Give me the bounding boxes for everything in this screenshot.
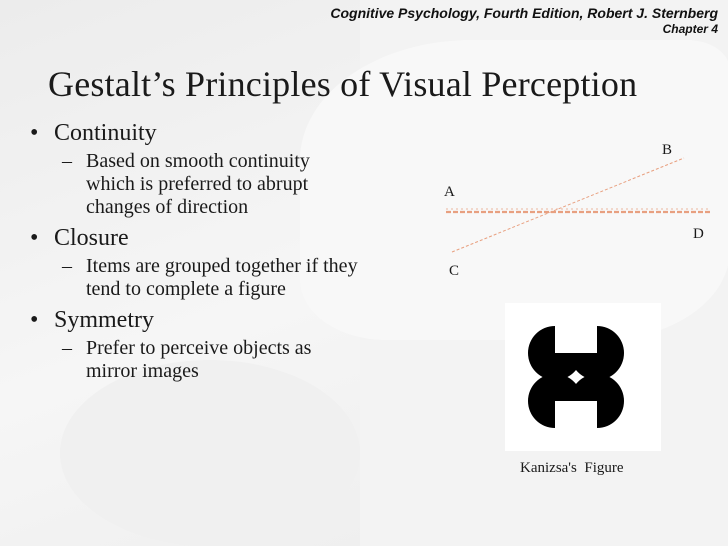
slide-title: Gestalt’s Principles of Visual Perceptio… bbox=[48, 64, 638, 104]
sub-bullet: – Based on smooth continuity which is pr… bbox=[54, 150, 430, 219]
continuity-figure bbox=[446, 157, 710, 253]
bullet-label: Closure bbox=[54, 225, 129, 251]
bullet-label: Continuity bbox=[54, 120, 157, 146]
sub-bullet-line: changes of direction bbox=[86, 196, 249, 218]
kanizsa-caption: Kanizsa's Figure bbox=[520, 460, 624, 476]
sub-bullet-line: tend to complete a figure bbox=[86, 278, 286, 300]
sub-bullet-line: mirror images bbox=[86, 360, 199, 382]
bullet-list: • Continuity – Based on smooth continuit… bbox=[30, 118, 430, 383]
line-c-to-b bbox=[451, 157, 685, 253]
header-chapter: Chapter 4 bbox=[662, 22, 718, 36]
bullet-continuity: • Continuity – Based on smooth continuit… bbox=[30, 118, 430, 219]
sub-bullet-line: which is preferred to abrupt bbox=[86, 173, 309, 195]
sub-bullet-line: Items are grouped together if they bbox=[86, 255, 358, 277]
point-label-b: B bbox=[662, 142, 673, 158]
header-book-title: Cognitive Psychology, Fourth Edition, Ro… bbox=[330, 5, 718, 21]
point-label-c: C bbox=[449, 263, 460, 279]
slide-header: Cognitive Psychology, Fourth Edition, Ro… bbox=[330, 5, 718, 37]
bullet-symmetry: • Symmetry – Prefer to perceive objects … bbox=[30, 305, 430, 383]
pacman-bottom-right bbox=[570, 374, 624, 428]
bullet-dot-icon: • bbox=[30, 120, 39, 146]
pacman-top-right bbox=[570, 326, 624, 380]
sub-bullet: – Items are grouped together if they ten… bbox=[54, 255, 430, 301]
dash-icon: – bbox=[62, 337, 72, 359]
bullet-dot-icon: • bbox=[30, 225, 39, 251]
bullet-closure: • Closure – Items are grouped together i… bbox=[30, 223, 430, 301]
point-label-a: A bbox=[444, 184, 455, 200]
bullet-dot-icon: • bbox=[30, 307, 39, 333]
pacman-top-left bbox=[528, 326, 582, 380]
sub-bullet-line: Based on smooth continuity bbox=[86, 150, 310, 172]
background-texture bbox=[60, 360, 360, 546]
dash-icon: – bbox=[62, 255, 72, 277]
sub-bullet: – Prefer to perceive objects as mirror i… bbox=[54, 337, 430, 383]
point-label-d: D bbox=[693, 226, 704, 242]
kanizsa-figure-svg bbox=[528, 326, 624, 428]
continuity-lines bbox=[446, 157, 710, 253]
kanizsa-figure bbox=[505, 303, 661, 451]
sub-bullet-line: Prefer to perceive objects as bbox=[86, 337, 312, 359]
pacman-bottom-left bbox=[528, 374, 582, 428]
dash-icon: – bbox=[62, 150, 72, 172]
bullet-label: Symmetry bbox=[54, 307, 154, 333]
